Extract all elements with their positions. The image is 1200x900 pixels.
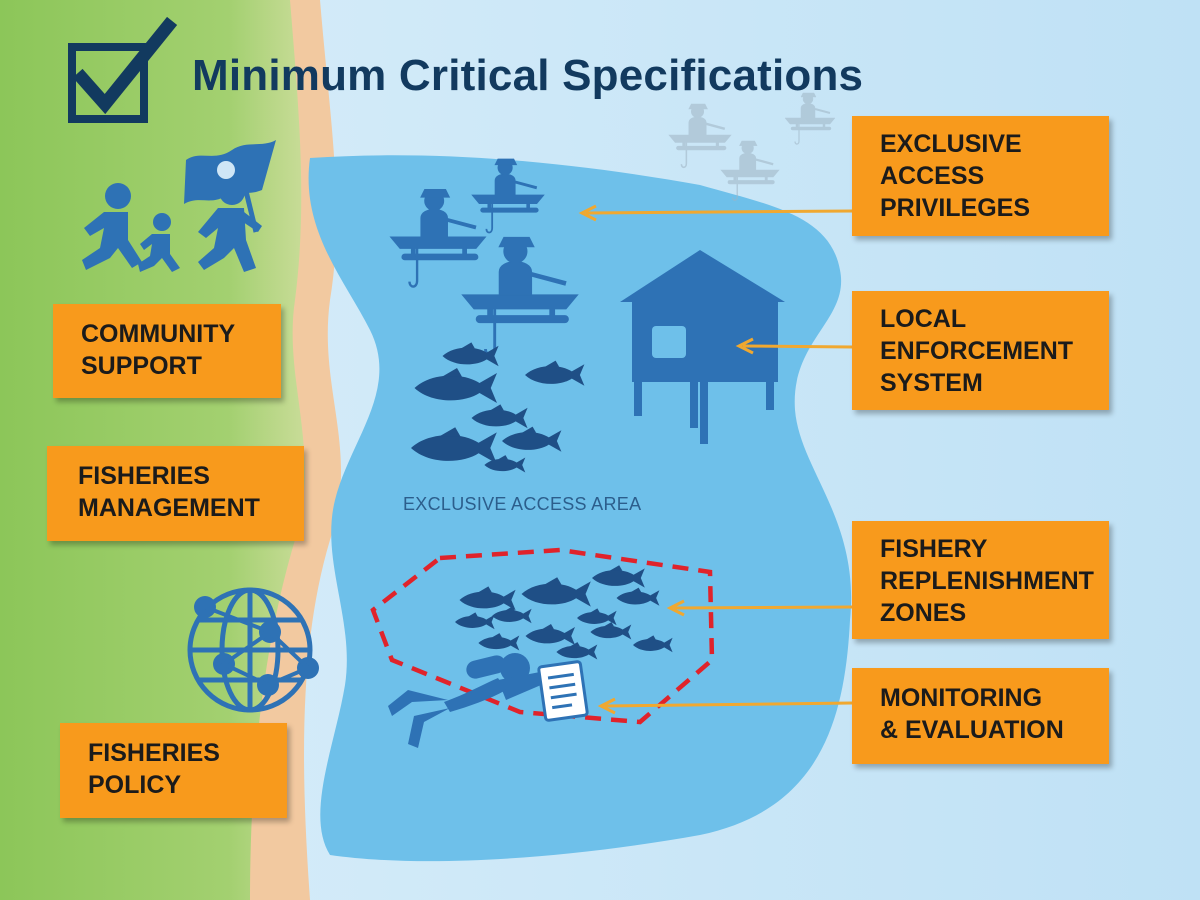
- local-enforcement-system-box: LOCAL ENFORCEMENT SYSTEM: [852, 291, 1109, 410]
- fishery-replenishment-zones-box: FISHERY REPLENISHMENT ZONES: [852, 521, 1109, 639]
- clipboard-icon: [537, 660, 589, 722]
- replenishment-zone-boundary: [370, 547, 715, 725]
- exclusive-access-privileges-box: EXCLUSIVE ACCESS PRIVILEGES: [852, 116, 1109, 236]
- scuba-diver-icon: [388, 653, 548, 748]
- fisheries-management-box: FISHERIES MANAGEMENT: [47, 446, 304, 541]
- fisheries-policy-box: FISHERIES POLICY: [60, 723, 287, 818]
- community-support-box: COMMUNITY SUPPORT: [53, 304, 281, 398]
- stilt-house-icon: [620, 250, 785, 444]
- monitoring-evaluation-box: MONITORING & EVALUATION: [852, 668, 1109, 764]
- page-title: Minimum Critical Specifications: [192, 51, 864, 100]
- checkbox-check-icon: [68, 16, 178, 123]
- globe-network-icon: [187, 587, 319, 713]
- connector-arrows: [578, 204, 853, 715]
- exclusive-access-area-label: EXCLUSIVE ACCESS AREA: [403, 494, 642, 514]
- running-family-flag-icon: [82, 140, 276, 272]
